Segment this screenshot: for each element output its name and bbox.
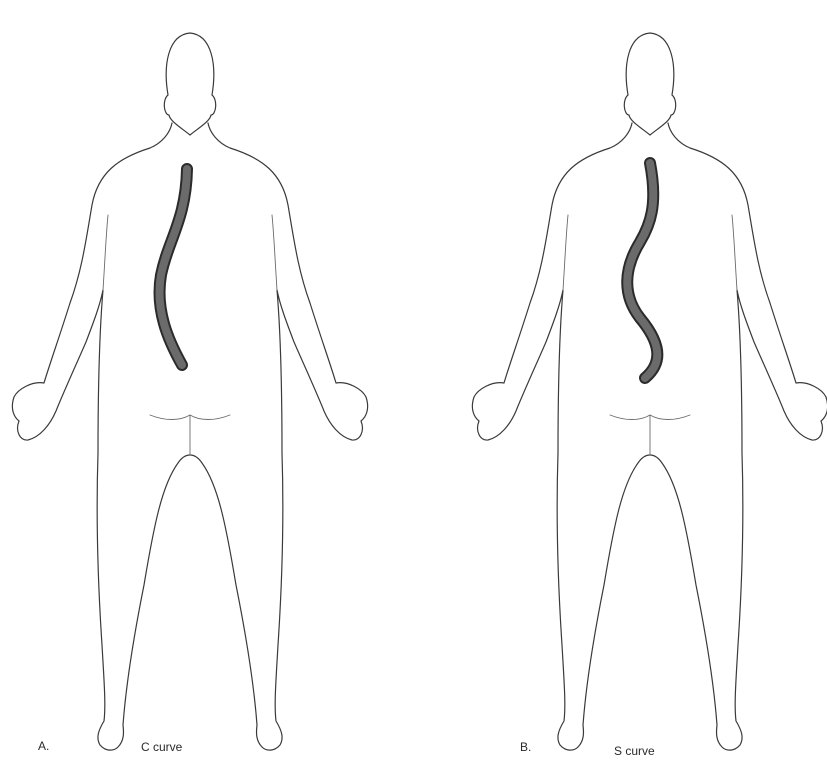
- figure-b-body: [472, 33, 827, 750]
- panel-b-caption: S curve: [614, 745, 655, 757]
- panel-a-caption: C curve: [141, 741, 182, 753]
- panel-a-letter: A.: [38, 740, 49, 752]
- spine-s-curve: [627, 163, 657, 378]
- figure-a-body: [12, 33, 367, 750]
- panel-b-letter: B.: [520, 741, 531, 753]
- spine-c-curve: [159, 169, 187, 365]
